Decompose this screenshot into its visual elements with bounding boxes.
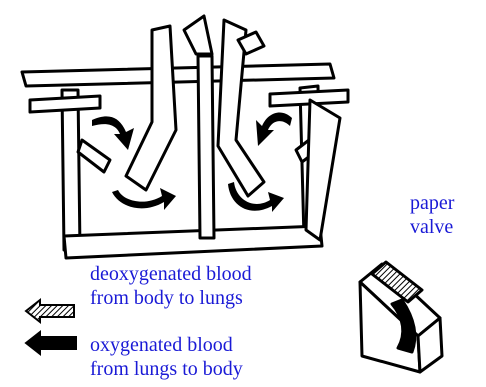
left-lower-flap	[78, 140, 110, 172]
inflow-arrow-right	[256, 112, 292, 146]
left-upper-flap	[30, 96, 100, 112]
flow-arrows	[92, 112, 292, 212]
inflow-arrow-left	[92, 116, 134, 150]
box-floor	[64, 226, 322, 258]
legend-oxygenated-line-2: from lungs to body	[90, 357, 243, 381]
paper-valve-label: paper valve	[410, 191, 454, 239]
legend-oxygenated-line-1: oxygenated blood	[90, 333, 243, 357]
legend-deoxygenated-line-2: from body to lungs	[90, 286, 252, 310]
legend-oxygenated-label: oxygenated blood from lungs to body	[90, 333, 243, 381]
box-center-divider	[198, 56, 214, 238]
legend-deoxygenated-line-1: deoxygenated blood	[90, 262, 252, 286]
legend-arrow-deoxygenated	[26, 300, 74, 322]
box-left-wall	[62, 90, 80, 250]
paper-valve-label-line-2: valve	[410, 215, 454, 239]
box-model	[22, 16, 348, 258]
paper-valve-illustration	[360, 262, 442, 372]
curved-arrow-left	[112, 188, 176, 210]
paper-valve-label-line-1: paper	[410, 191, 454, 215]
legend-deoxygenated-label: deoxygenated blood from body to lungs	[90, 262, 252, 310]
right-outer-flap	[306, 100, 340, 240]
legend-arrow-oxygenated	[26, 332, 76, 354]
box-back-rim	[22, 64, 334, 86]
center-left-tube	[184, 16, 212, 54]
left-tube	[126, 26, 176, 190]
